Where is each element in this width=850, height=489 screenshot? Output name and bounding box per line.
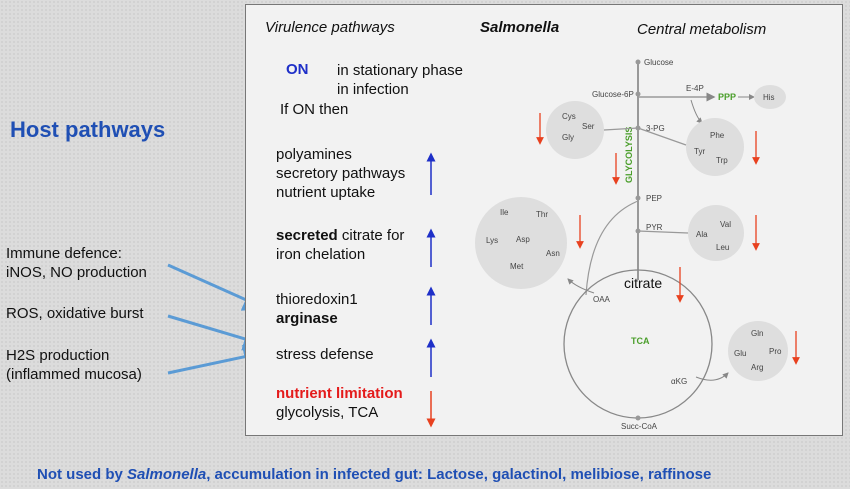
citrate-label: citrate (624, 275, 662, 291)
group-citrate: secreted citrate for iron chelation (276, 227, 405, 263)
footer-note: Not used by Salmonella, accumulation in … (37, 466, 712, 483)
tca-label: TCA (631, 336, 650, 346)
glucose-label: Glucose (644, 58, 674, 67)
aa-trp: Trp (716, 156, 728, 165)
h2s-label: H2S production (inflammed mucosa) (6, 347, 142, 383)
aa-phe: Phe (710, 131, 725, 140)
pep-node (635, 195, 641, 201)
aa-ala: Ala (696, 230, 708, 239)
aa-thr: Thr (536, 210, 548, 219)
aa-lys: Lys (486, 236, 498, 245)
main-panel: Virulence pathways Salmonella Central me… (245, 4, 843, 436)
on-condition: in stationary phase in infection (337, 62, 463, 98)
ppp-label: PPP (718, 92, 736, 102)
aa-gly: Gly (562, 133, 574, 142)
pg3-label: 3-PG (646, 124, 665, 133)
pyr-ala-link (637, 230, 689, 234)
cys-bubble (546, 101, 604, 159)
group-polyamines: polyamines secretory pathways nutrient u… (276, 146, 406, 201)
aa-ser: Ser (582, 122, 595, 131)
host-pathways-title: Host pathways (10, 117, 166, 142)
metabolism-title: Central metabolism (637, 21, 767, 38)
oaa-asp-arrow (567, 278, 595, 294)
immune-defence-label: Immune defence: iNOS, NO production (6, 245, 147, 281)
akg-label: αKG (671, 377, 687, 386)
succoa-node (635, 415, 641, 421)
aa-met: Met (510, 262, 524, 271)
ros-label: ROS, oxidative burst (6, 305, 144, 322)
aa-gln: Gln (751, 329, 763, 338)
pep-oaa-curve (585, 200, 639, 296)
group-thioredoxin: thioredoxin1 arginase (276, 291, 358, 327)
e4p-phe-arrow (690, 99, 703, 124)
phe-bubble (686, 118, 744, 176)
group-nutrient: nutrient limitation glycolysis, TCA (276, 385, 403, 421)
aa-asp: Asp (516, 235, 530, 244)
gln-bubble (728, 321, 788, 381)
aa-arg: Arg (751, 363, 763, 372)
pg3-phe-link (637, 127, 687, 146)
aa-val: Val (720, 220, 731, 229)
e4p-label: E-4P (686, 84, 704, 93)
aa-asn: Asn (546, 249, 560, 258)
akg-glu-arrow (695, 372, 729, 381)
if-on-label: If ON then (280, 101, 349, 118)
pyr-label: PYR (646, 223, 663, 232)
succoa-label: Succ-CoA (621, 422, 658, 431)
ala-bubble (688, 205, 744, 261)
virulence-arrows (426, 152, 436, 428)
his-bubble (754, 85, 786, 109)
pep-label: PEP (646, 194, 662, 203)
group-stress: stress defense (276, 346, 374, 363)
aa-pro: Pro (769, 347, 782, 356)
oaa-label: OAA (593, 295, 611, 304)
aa-tyr: Tyr (694, 147, 705, 156)
glucose6p-node (635, 91, 641, 97)
virulence-title: Virulence pathways (265, 19, 395, 36)
on-word: ON (286, 61, 309, 78)
glycolysis-label: GLYCOLYSIS (624, 127, 634, 183)
aa-glu: Glu (734, 349, 746, 358)
metabolism-diagram: Glucose Glucose-6P 3-PG PEP PYR GLYCOLYS… (475, 58, 800, 431)
salmonella-title: Salmonella (480, 19, 560, 36)
aa-cys: Cys (562, 112, 576, 121)
big-aa-bubble (475, 197, 567, 289)
his-label: His (763, 93, 775, 102)
aa-ile: Ile (500, 208, 509, 217)
glucose-node (635, 59, 641, 65)
glucose6p-label: Glucose-6P (592, 90, 634, 99)
pg3-cys-link (603, 127, 639, 131)
aa-leu: Leu (716, 243, 729, 252)
